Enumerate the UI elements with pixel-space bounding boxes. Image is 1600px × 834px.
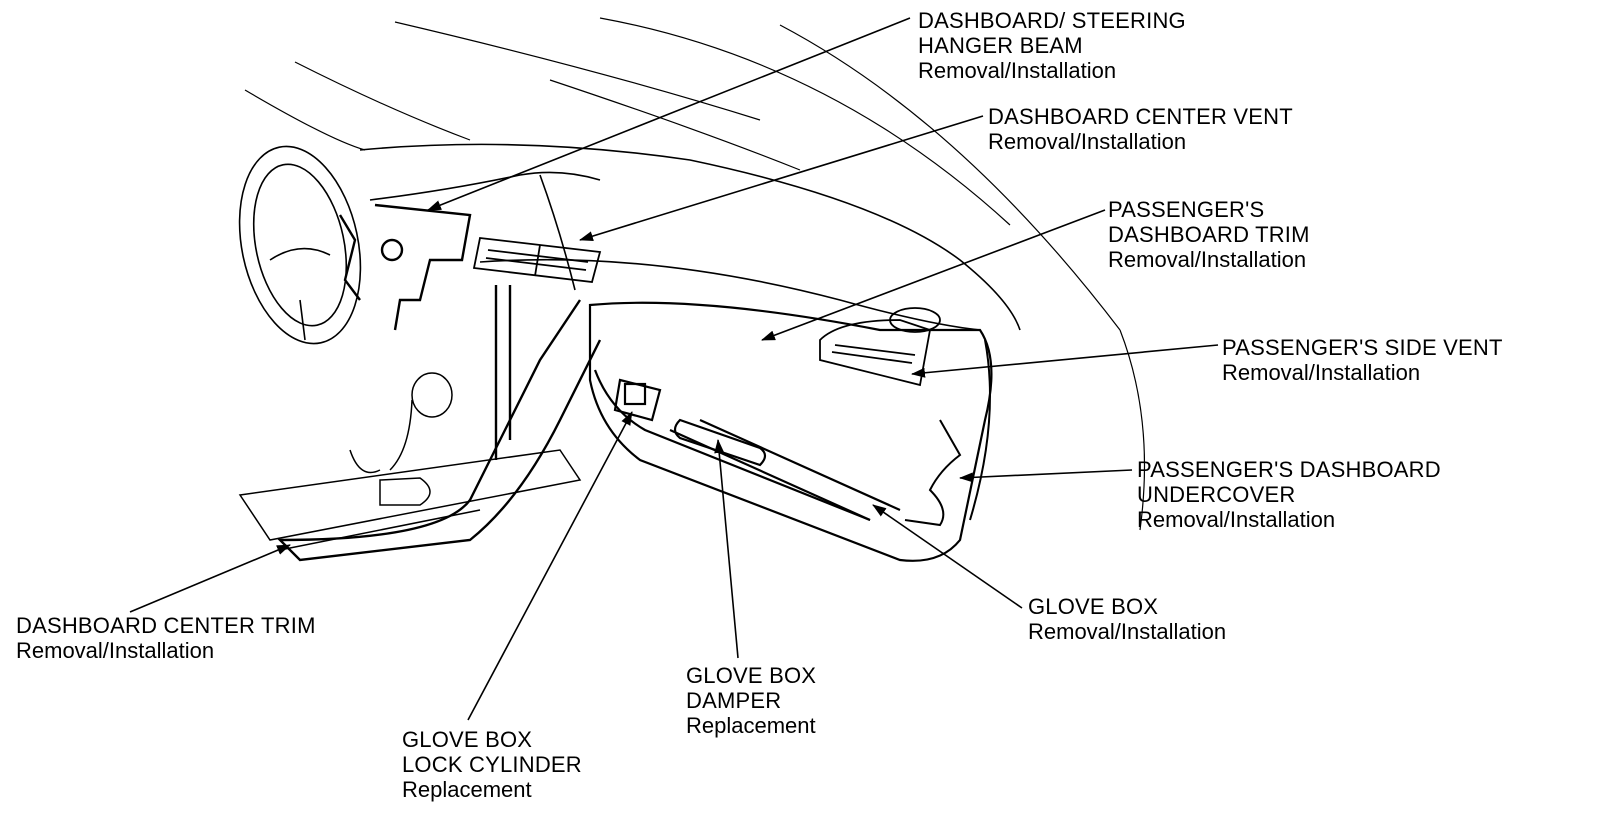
callout-pass-trim-title-1: PASSENGER'S	[1108, 197, 1265, 222]
callout-lock: GLOVE BOX LOCK CYLINDER Replacement	[402, 727, 582, 802]
callout-center-vent-title: DASHBOARD CENTER VENT	[988, 104, 1293, 129]
hanger-beam	[338, 203, 472, 331]
callout-damper-sub: Replacement	[686, 713, 816, 738]
callout-center-trim-title: DASHBOARD CENTER TRIM	[16, 613, 316, 638]
leader-glove-box	[872, 504, 1023, 609]
leader-damper	[714, 439, 739, 659]
callout-lock-title-2: LOCK CYLINDER	[402, 752, 582, 777]
steering-wheel	[238, 145, 362, 345]
callout-lock-sub: Replacement	[402, 777, 532, 802]
leader-side-vent	[911, 344, 1219, 378]
callout-undercover: PASSENGER'S DASHBOARD UNDERCOVER Removal…	[1137, 457, 1441, 532]
passenger-side-vent	[819, 307, 941, 387]
center-vent-assembly	[472, 237, 602, 283]
callout-damper: GLOVE BOX DAMPER Replacement	[686, 663, 816, 738]
leader-undercover	[959, 469, 1133, 483]
callout-damper-title-2: DAMPER	[686, 688, 782, 713]
callout-beam-sub: Removal/Installation	[918, 58, 1117, 83]
callout-beam: DASHBOARD/ STEERING HANGER BEAM Removal/…	[918, 8, 1186, 83]
callout-glove-box-title: GLOVE BOX	[1028, 594, 1159, 619]
leader-lock	[467, 411, 633, 721]
callout-lock-title-1: GLOVE BOX	[402, 727, 533, 752]
passenger-undercover	[904, 339, 991, 527]
center-trim-panel	[277, 285, 602, 562]
callout-undercover-sub: Removal/Installation	[1137, 507, 1336, 532]
dashboard-outline	[359, 143, 1021, 331]
callout-pass-trim-title-2: DASHBOARD TRIM	[1108, 222, 1310, 247]
callout-undercover-title-2: UNDERCOVER	[1137, 482, 1296, 507]
callout-glove-box: GLOVE BOX Removal/Installation	[1028, 594, 1226, 644]
glove-box-assembly	[588, 301, 993, 562]
callout-beam-title-1: DASHBOARD/ STEERING	[918, 8, 1186, 33]
callout-center-vent: DASHBOARD CENTER VENT Removal/Installati…	[988, 104, 1293, 154]
callout-undercover-title-1: PASSENGER'S DASHBOARD	[1137, 457, 1441, 482]
callout-center-trim-sub: Removal/Installation	[16, 638, 215, 663]
callout-center-vent-sub: Removal/Installation	[988, 129, 1187, 154]
callout-side-vent-title: PASSENGER'S SIDE VENT	[1222, 335, 1503, 360]
callout-pass-trim: PASSENGER'S DASHBOARD TRIM Removal/Insta…	[1108, 197, 1310, 272]
leader-pass-trim	[761, 209, 1106, 341]
background-sweep-lines	[244, 17, 1146, 531]
center-console	[238, 372, 582, 551]
leader-beam	[427, 17, 911, 211]
callout-side-vent-sub: Removal/Installation	[1222, 360, 1421, 385]
callout-center-trim: DASHBOARD CENTER TRIM Removal/Installati…	[16, 613, 316, 663]
callout-glove-box-sub: Removal/Installation	[1028, 619, 1227, 644]
callout-damper-title-1: GLOVE BOX	[686, 663, 817, 688]
callout-side-vent: PASSENGER'S SIDE VENT Removal/Installati…	[1222, 335, 1503, 385]
leader-lines	[129, 17, 1219, 721]
callout-beam-title-2: HANGER BEAM	[918, 33, 1083, 58]
leader-center-trim	[129, 544, 291, 613]
leader-center-vent	[579, 115, 984, 241]
callout-pass-trim-sub: Removal/Installation	[1108, 247, 1307, 272]
